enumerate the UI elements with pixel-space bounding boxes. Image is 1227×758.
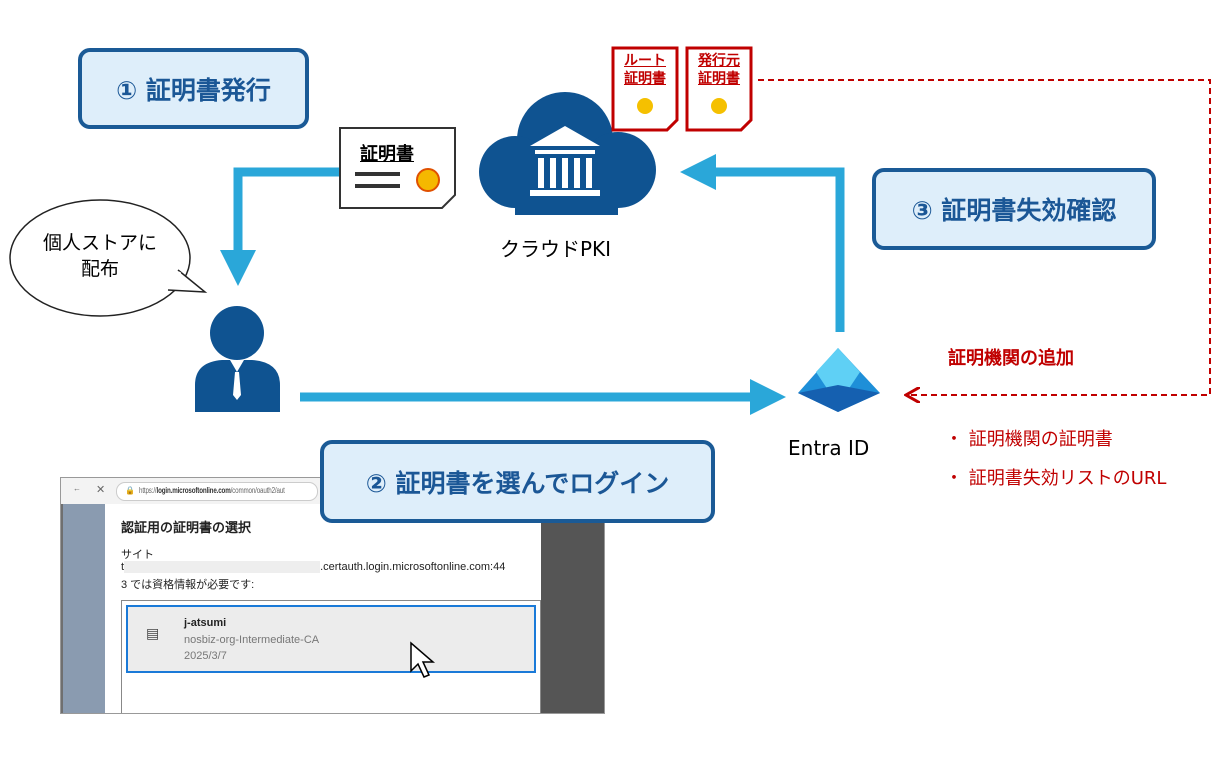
- issuer-cert-line1: 発行元: [698, 53, 740, 69]
- url-path: /common/oauth2/aut: [230, 486, 285, 495]
- entra-id-icon: [798, 348, 880, 412]
- site-label: サイト: [121, 549, 154, 561]
- back-icon[interactable]: ←: [73, 484, 81, 493]
- entra-id-label: Entra ID: [788, 436, 870, 460]
- speech-bubble-shape: [9, 199, 208, 317]
- root-cert-line1: ルート: [624, 53, 666, 69]
- distribute-arrow: [220, 167, 340, 286]
- certificate-document-icon: [339, 127, 456, 209]
- site-prefix: t: [121, 561, 125, 573]
- certificate-label: 証明書: [360, 144, 414, 165]
- cert-name: j-atsumi: [184, 617, 227, 629]
- certificate-list: ▤ j-atsumi nosbiz-org-Intermediate-CA 20…: [121, 600, 541, 713]
- root-cert-line2: 証明書: [624, 71, 666, 87]
- ca-add-dashed-arrow: [758, 79, 1211, 395]
- url-prefix: https://: [139, 486, 157, 495]
- site-host: .certauth.login.microsoftonline.com:44: [320, 561, 506, 573]
- dialog-title: 認証用の証明書の選択: [121, 520, 252, 535]
- mouse-cursor-icon: [410, 641, 436, 678]
- ca-add-title: 証明機関の追加: [948, 348, 1074, 369]
- step-login-box: ② 証明書を選んでログイン: [320, 440, 715, 523]
- browser-screenshot: ← ✕ 🔒 https://login.microsoftonline.com/…: [60, 477, 605, 714]
- site-suffix: 3 では資格情報が必要です:: [121, 579, 255, 591]
- lock-icon: 🔒: [125, 486, 135, 495]
- revocation-arrow: [680, 154, 845, 332]
- url-host: login.microsoftonline.com: [156, 486, 231, 495]
- close-icon[interactable]: ✕: [96, 484, 106, 496]
- root-certificate-icon: [611, 46, 679, 132]
- cloud-building-icon: [479, 92, 656, 215]
- certificate-item[interactable]: ▤ j-atsumi nosbiz-org-Intermediate-CA 20…: [126, 605, 536, 678]
- issuer-cert-line2: 証明書: [698, 71, 740, 87]
- ca-add-bullet: ・ 証明書失効リストのURL: [945, 468, 1167, 489]
- certificate-dialog: 認証用の証明書の選択 サイト t .certauth.login.microsof…: [105, 504, 541, 713]
- bubble-line1: 個人ストアに: [42, 232, 157, 254]
- step-revocation-box: ③ 証明書失効確認: [872, 168, 1156, 250]
- issuer-certificate-icon: [685, 46, 753, 132]
- bubble-line2: 配布: [80, 258, 119, 280]
- cert-date: 2025/3/7: [184, 650, 227, 662]
- ca-add-bullet: ・ 証明機関の証明書: [945, 429, 1113, 450]
- certificate-icon: ▤: [146, 625, 160, 641]
- cloud-pki-label: クラウドPKI: [500, 237, 612, 261]
- user-icon: [195, 306, 280, 412]
- step-issue-box: ① 証明書発行: [78, 48, 309, 129]
- cert-issuer: nosbiz-org-Intermediate-CA: [184, 634, 320, 646]
- address-bar[interactable]: 🔒 https://login.microsoftonline.com/comm…: [116, 482, 318, 501]
